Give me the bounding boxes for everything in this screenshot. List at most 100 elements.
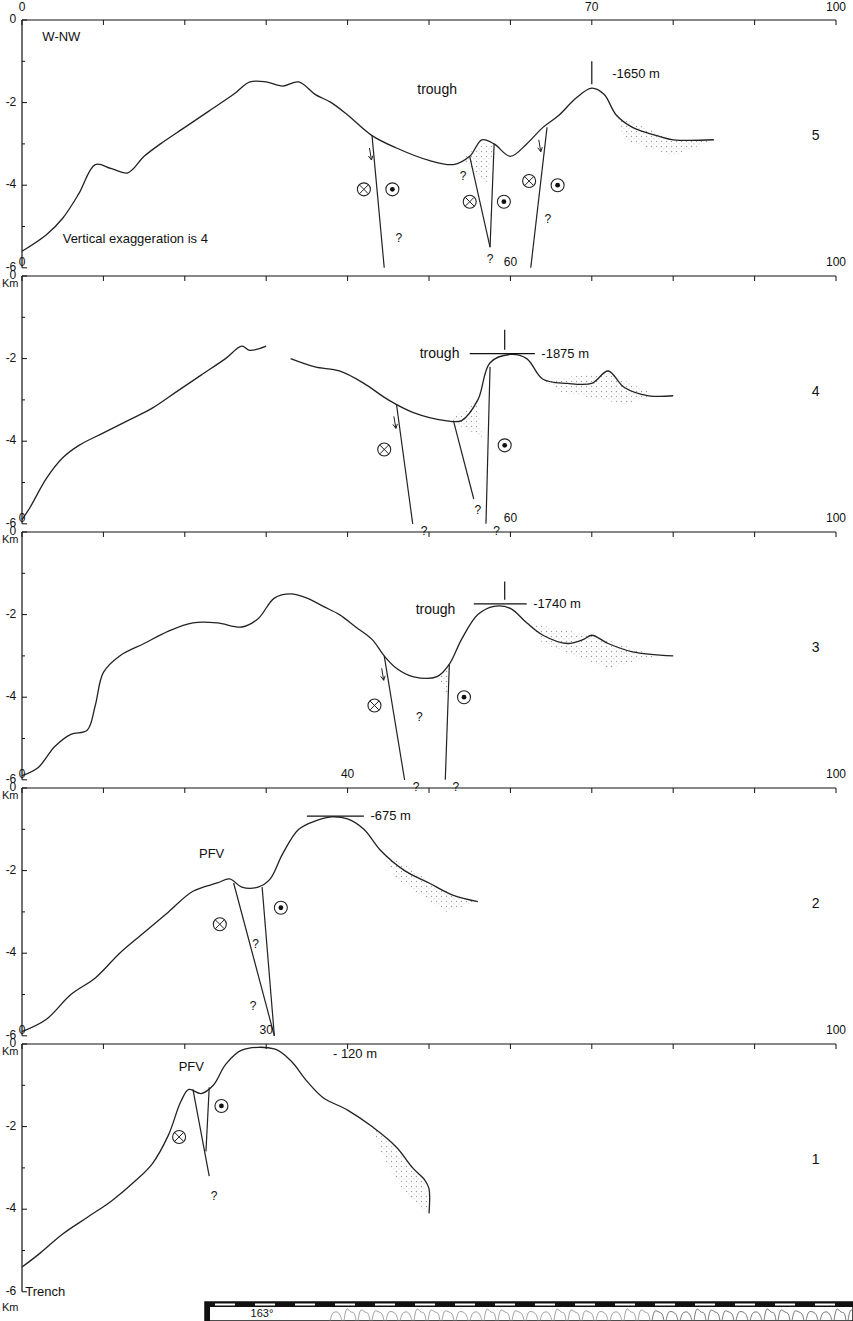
- axis-tick: [22, 441, 27, 442]
- axis-number: 100: [826, 768, 846, 781]
- sediment-fill: [527, 623, 657, 668]
- axis-tick: [184, 1044, 185, 1049]
- axis-tick: [510, 276, 511, 281]
- profile-panel: [22, 788, 836, 1036]
- axis-number: -2: [6, 352, 17, 365]
- depth-label: -1740 m: [533, 597, 581, 611]
- seafloor-profile: [22, 1047, 430, 1267]
- axis-tick: [22, 317, 25, 318]
- axis-tick: [22, 994, 25, 995]
- axis-tick: [22, 1126, 27, 1127]
- axis-number: -6: [6, 1285, 17, 1298]
- profile-number: 1: [812, 1152, 820, 1167]
- axis-number: -2: [6, 1120, 17, 1133]
- axis-tick: [429, 532, 430, 537]
- summit-tick: [504, 582, 505, 600]
- axis-tick: [836, 788, 837, 793]
- dip-arrow: [381, 676, 386, 681]
- axis-number: 100: [826, 512, 846, 525]
- axis-tick: [22, 1044, 23, 1049]
- axis-number: -4: [6, 435, 17, 448]
- feature-label: trough: [420, 347, 460, 362]
- sediment-fill: [543, 373, 657, 404]
- query-mark: ?: [453, 781, 460, 794]
- axis-number: -4: [6, 947, 17, 960]
- axis-tick: [22, 788, 23, 793]
- depth-marker: [470, 353, 535, 354]
- axis-number: 60: [504, 256, 517, 269]
- axis-number: 60: [504, 512, 517, 525]
- axis-tick: [754, 532, 755, 537]
- axis-tick: [22, 1209, 27, 1210]
- slip-sense-symbol: [215, 1099, 228, 1112]
- axis-tick: [22, 482, 25, 483]
- axis-tick: [510, 532, 511, 537]
- location-map: [205, 1302, 853, 1321]
- axis-tick: [22, 185, 27, 186]
- slip-sense-symbol: [498, 439, 511, 452]
- axis-tick: [754, 20, 755, 25]
- axis-tick: [591, 532, 592, 537]
- axis-tick: [22, 870, 27, 871]
- seafloor-profile: [22, 817, 478, 1032]
- axis-tick: [754, 1044, 755, 1049]
- axis-tick: [22, 953, 27, 954]
- query-mark: ?: [493, 525, 500, 538]
- axis-tick: [22, 697, 27, 698]
- axis-tick: [266, 1044, 267, 1049]
- axis-tick: [184, 20, 185, 25]
- axis-number: 40: [341, 768, 354, 781]
- slip-sense-symbol: [357, 183, 370, 196]
- axis-tick: [22, 61, 25, 62]
- query-mark: ?: [545, 214, 552, 227]
- axis-tick: [22, 911, 25, 912]
- slip-sense-symbol: [368, 699, 381, 712]
- fault-line: [372, 136, 384, 268]
- summit-tick: [591, 61, 592, 84]
- query-mark: ?: [211, 1190, 218, 1203]
- axis-tick: [22, 276, 23, 281]
- slip-sense-symbol: [458, 691, 471, 704]
- fault-line: [445, 664, 449, 780]
- seafloor-profile: [22, 594, 673, 776]
- axis-tick: [347, 20, 348, 25]
- axis-tick: [754, 788, 755, 793]
- axis-tick: [591, 788, 592, 793]
- axis-tick: [22, 614, 27, 615]
- axis-tick: [22, 1250, 25, 1251]
- axis-tick: [22, 1167, 25, 1168]
- query-mark: ?: [421, 525, 428, 538]
- profile-number: 3: [812, 640, 820, 655]
- slip-sense-symbol: [213, 918, 226, 931]
- axis-tick: [22, 20, 23, 25]
- depth-label: -675 m: [370, 809, 410, 823]
- axis-number: 100: [826, 1, 846, 14]
- direction-label: W-NW: [42, 30, 80, 44]
- axis-tick: [22, 1085, 25, 1086]
- sediment-fill: [449, 400, 482, 437]
- axis-tick: [266, 20, 267, 25]
- depth-label: -1875 m: [541, 346, 589, 360]
- fault-line: [234, 883, 275, 1036]
- axis-tick: [22, 20, 27, 21]
- fault-line: [453, 421, 473, 499]
- feature-label: PFV: [179, 1060, 204, 1074]
- profile-panel: [22, 1044, 836, 1292]
- axis-tick: [591, 20, 592, 25]
- axis-tick: [836, 276, 837, 281]
- axis-tick: [347, 532, 348, 537]
- axis-number: 0: [19, 1024, 26, 1037]
- axis-tick: [22, 276, 27, 277]
- axis-number: 30: [260, 1024, 273, 1037]
- axis-unit: Km: [2, 1301, 19, 1313]
- query-mark: ?: [474, 505, 481, 518]
- slip-sense-symbol: [523, 175, 536, 188]
- axis-number: -2: [6, 608, 17, 621]
- axis-tick: [103, 532, 104, 537]
- slip-sense-symbol: [173, 1130, 186, 1143]
- axis-number: -4: [6, 179, 17, 192]
- depth-label: -1650 m: [612, 67, 660, 81]
- axis-tick: [347, 788, 348, 793]
- axis-tick: [103, 276, 104, 281]
